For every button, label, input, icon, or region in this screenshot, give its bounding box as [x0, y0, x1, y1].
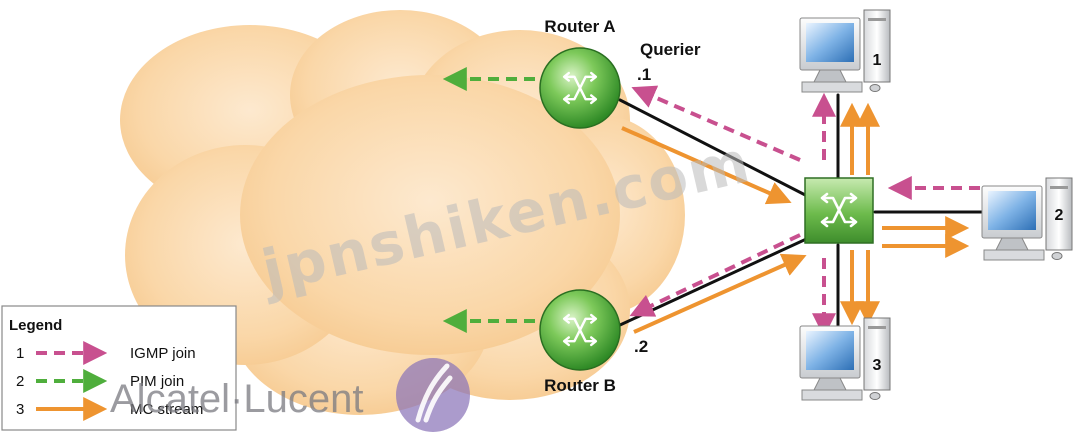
- router-b[interactable]: [539, 289, 621, 371]
- legend-item-3-label: MC stream: [130, 401, 203, 418]
- router-b-name: Router B: [544, 376, 616, 395]
- host-3[interactable]: 3: [799, 317, 891, 401]
- igmp-join-arrows: [629, 85, 980, 338]
- host-1-computer-icon: [806, 23, 854, 62]
- router-b-address: .2: [634, 337, 648, 356]
- mc-stream-arrow-from-b: [633, 253, 807, 334]
- host-2-number: 2: [1055, 207, 1064, 224]
- mc-stream-arrows: [621, 102, 970, 334]
- legend-title: Legend: [9, 317, 62, 334]
- legend-item-3-number: 3: [16, 401, 24, 418]
- host-3-number: 3: [873, 357, 882, 374]
- router-a-address: .1: [637, 65, 651, 84]
- igmp-join-arrow-to-b: [629, 233, 801, 317]
- legend: Legend 1 IGMP join 2 PIM join 3 MC strea…: [1, 305, 237, 431]
- igmp-join-arrow-to-a: [631, 85, 801, 162]
- brand-name: Alcatel·Lucent: [110, 377, 363, 421]
- legend-item-2-number: 2: [16, 373, 24, 390]
- host-3-computer-icon: [806, 331, 854, 370]
- mc-stream-arrow-from-a: [621, 126, 792, 205]
- host-1-tower-icon: [863, 9, 891, 83]
- host-2-computer-icon: [988, 191, 1036, 230]
- host-1-number: 1: [873, 52, 882, 69]
- host-1[interactable]: 1: [799, 9, 891, 93]
- router-a[interactable]: [539, 47, 621, 129]
- host-2-tower-icon: [1045, 177, 1073, 251]
- legend-item-1-number: 1: [16, 345, 24, 362]
- host-3-tower-icon: [863, 317, 891, 391]
- host-2[interactable]: 2: [981, 177, 1073, 261]
- legend-item-2-label: PIM join: [130, 373, 184, 390]
- legend-item-1-label: IGMP join: [130, 345, 196, 362]
- switch[interactable]: [804, 177, 874, 244]
- alcatel-lucent-logo-icon: [396, 358, 470, 432]
- router-a-role: Querier: [640, 40, 701, 59]
- router-a-name: Router A: [544, 17, 615, 36]
- pim-join-arrows: [442, 67, 535, 333]
